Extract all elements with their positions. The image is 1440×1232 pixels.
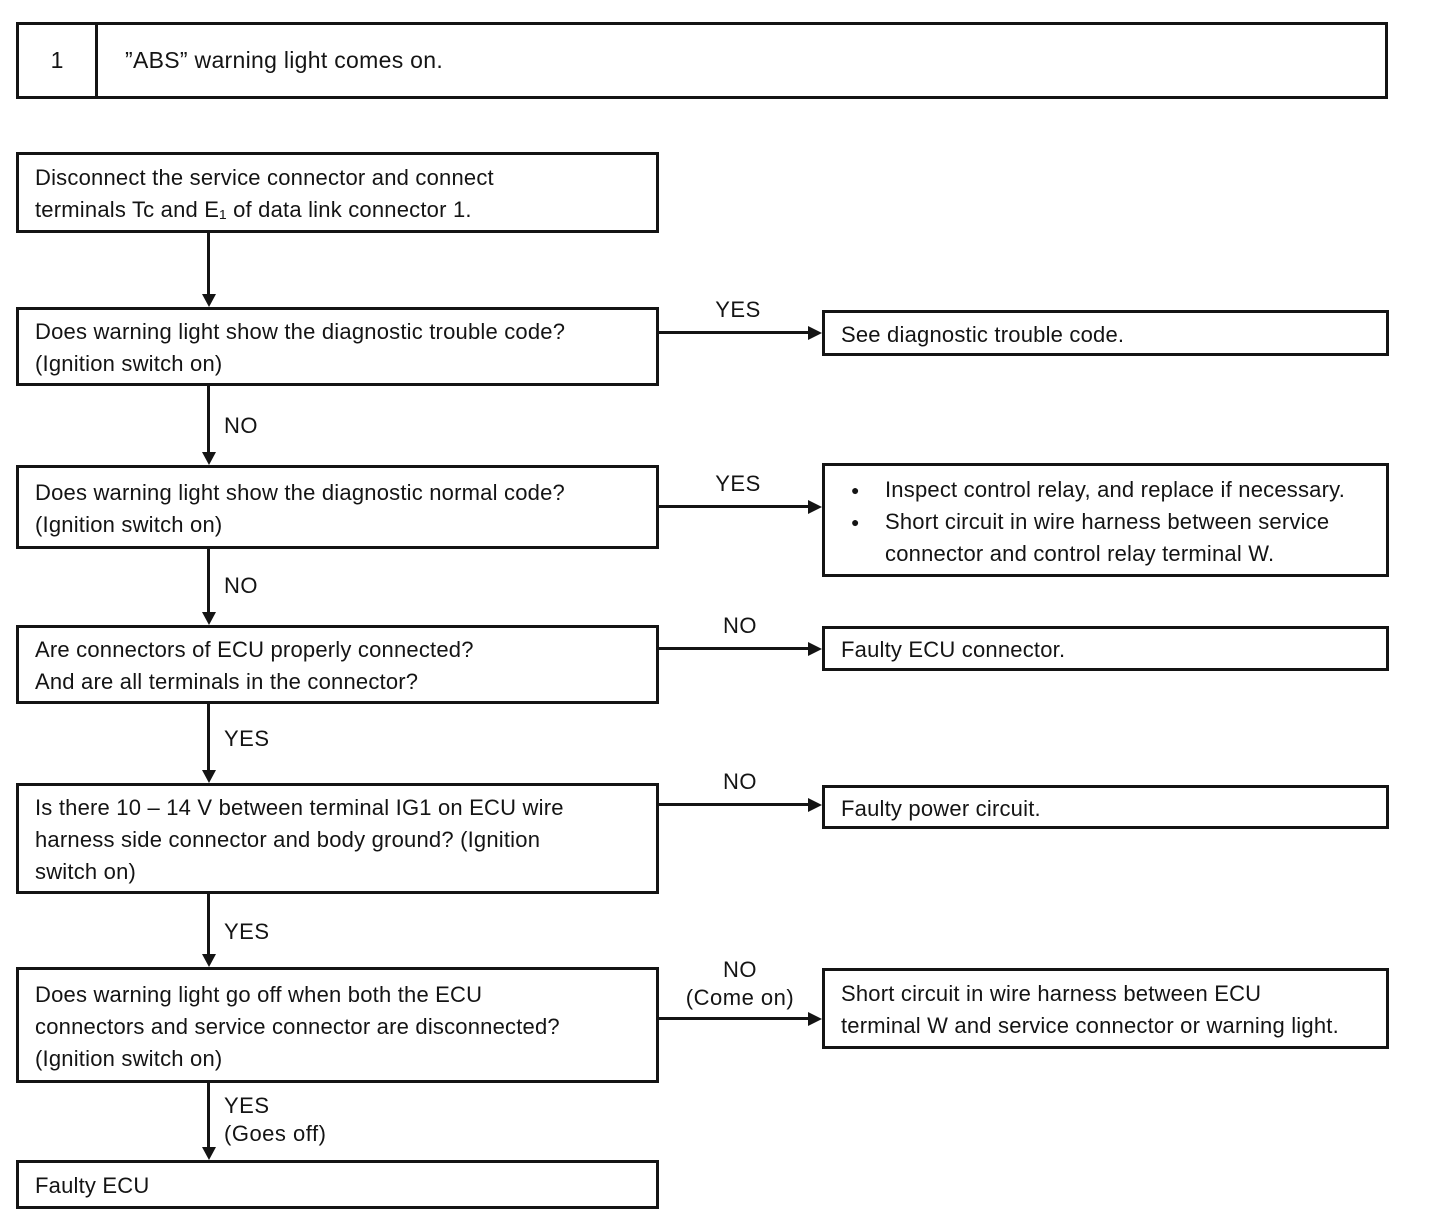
flow-box-line: (Ignition switch on): [35, 351, 223, 376]
flow-box-intro: Disconnect the service connector and con…: [16, 152, 659, 233]
result-line: See diagnostic trouble code.: [841, 321, 1125, 347]
branch-label-no: NO: [224, 413, 258, 438]
flow-box-line: Does warning light go off when both the …: [35, 981, 483, 1007]
branch-label-yes: YES: [715, 471, 761, 496]
branch-label-yes: YES: [224, 726, 270, 751]
arrow-down-icon: [201, 294, 216, 307]
flow-box-question-5: Does warning light go off when both the …: [16, 967, 659, 1083]
bullet-icon: ●: [851, 513, 860, 530]
flow-box-question-2: Does warning light show the diagnostic n…: [16, 465, 659, 549]
flow-box-line: Faulty ECU: [35, 1173, 150, 1198]
connector-line-down: [207, 1083, 210, 1148]
arrow-down-icon: [201, 452, 216, 465]
connector-line-down: [207, 704, 210, 771]
branch-label-line: NO: [722, 957, 757, 982]
connector-line-right: [658, 331, 809, 334]
branch-label-no: NO: [224, 573, 258, 598]
flow-box-question-1: Does warning light show the diagnostic t…: [16, 307, 659, 386]
flow-box-line: terminals Tc and E₁ of data link connect…: [35, 197, 472, 222]
flow-box-line: harness side connector and body ground? …: [35, 827, 541, 852]
result-box-see-trouble-code: See diagnostic trouble code.: [822, 310, 1389, 356]
bullet-icon: ●: [851, 481, 860, 498]
result-line: Faulty ECU connector.: [841, 637, 1066, 662]
branch-label-yes-goes-off: YES (Goes off): [224, 1092, 326, 1148]
step-number: 1: [19, 25, 98, 96]
branch-label-line: (Come on): [685, 985, 795, 1010]
symptom-title: ”ABS” warning light comes on.: [125, 47, 444, 73]
connector-line-right: [658, 647, 809, 650]
flow-box-line: Are connectors of ECU properly connected…: [35, 637, 474, 662]
branch-label-no: NO: [723, 613, 757, 638]
flow-box-line: (Ignition switch on): [35, 511, 223, 537]
flow-box-line: Does warning light show the diagnostic n…: [35, 479, 565, 505]
symptom-header: 1 ”ABS” warning light comes on.: [16, 22, 1388, 99]
flow-box-line: And are all terminals in the connector?: [35, 669, 419, 694]
flow-box-line: Is there 10 – 14 V between terminal IG1 …: [35, 795, 564, 820]
flow-box-line: connectors and service connector are dis…: [35, 1013, 560, 1039]
connector-line-down: [207, 233, 210, 295]
bullet-text: Short circuit in wire harness between se…: [885, 508, 1330, 566]
flow-box-line: Does warning light show the diagnostic t…: [35, 319, 566, 344]
result-line: terminal W and service connector or warn…: [841, 1013, 1339, 1038]
flow-box-line: switch on): [35, 859, 137, 884]
connector-line-right: [658, 1017, 809, 1020]
connector-line-down: [207, 386, 210, 453]
connector-line-right: [658, 803, 809, 806]
connector-line-down: [207, 894, 210, 955]
connector-line-right: [658, 505, 809, 508]
arrow-down-icon: [201, 770, 216, 783]
flow-box-question-4: Is there 10 – 14 V between terminal IG1 …: [16, 783, 659, 894]
flow-box-line: (Ignition switch on): [35, 1045, 223, 1071]
branch-label-yes: YES: [715, 297, 761, 322]
arrow-down-icon: [201, 954, 216, 967]
result-box-faulty-ecu-connector: Faulty ECU connector.: [822, 626, 1389, 671]
arrow-down-icon: [201, 1147, 216, 1160]
arrow-right-icon: [808, 797, 822, 812]
branch-label-yes: YES: [224, 919, 270, 944]
flow-box-result-faulty-ecu: Faulty ECU: [16, 1160, 659, 1209]
result-box-control-relay: ● Inspect control relay, and replace if …: [822, 463, 1389, 577]
flow-box-line: Disconnect the service connector and con…: [35, 165, 494, 190]
bullet-item: ● Inspect control relay, and replace if …: [845, 474, 1370, 506]
bullet-item: ● Short circuit in wire harness between …: [845, 506, 1370, 570]
arrow-right-icon: [808, 325, 822, 340]
arrow-right-icon: [808, 641, 822, 656]
bullet-text: Inspect control relay, and replace if ne…: [885, 476, 1346, 502]
arrow-right-icon: [808, 1011, 822, 1026]
flow-box-question-3: Are connectors of ECU properly connected…: [16, 625, 659, 704]
branch-label-line: YES: [224, 1093, 270, 1118]
connector-line-down: [207, 549, 210, 613]
result-box-short-circuit-ecu: Short circuit in wire harness between EC…: [822, 968, 1389, 1049]
result-line: Faulty power circuit.: [841, 795, 1041, 821]
arrow-right-icon: [808, 499, 822, 514]
arrow-down-icon: [201, 612, 216, 625]
branch-label-line: (Goes off): [224, 1121, 327, 1146]
branch-label-no: NO: [723, 769, 757, 794]
result-line: Short circuit in wire harness between EC…: [841, 981, 1262, 1006]
branch-label-no-come-on: NO (Come on): [686, 956, 794, 1012]
result-box-faulty-power-circuit: Faulty power circuit.: [822, 785, 1389, 829]
